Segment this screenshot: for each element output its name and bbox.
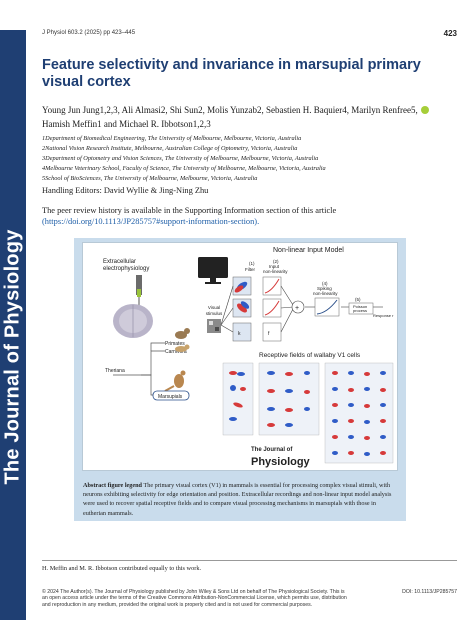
affiliation-4: 4Melbourne Veterinary School, Faculty of… [42, 165, 326, 173]
spiking-curve [316, 299, 338, 315]
journal-logo-big: Physiology [251, 456, 311, 468]
affiliation-5: 5School of BioSciences, The University o… [42, 175, 258, 183]
abstract-legend-label: Abstract figure legend [83, 482, 143, 489]
input-step-label: (2) [273, 259, 279, 264]
svg-text:+: + [295, 305, 299, 312]
monkey-icon [175, 328, 190, 339]
page-number: 423 [443, 29, 457, 38]
equal-contribution-footnote: H. Meffin and M. R. Ibbotson contributed… [42, 565, 202, 572]
cat-icon [175, 344, 190, 352]
input-nonlinearity-label: non-linearity [263, 269, 288, 274]
filter-step-label: (1) [249, 261, 255, 266]
electrophysiology-label: electrophysiology [103, 266, 149, 272]
marsupials-badge [152, 390, 190, 401]
running-head: J Physiol 603.2 (2025) pp 423–445 [42, 30, 136, 36]
abstract-figure-graphic: Extracellular electrophysiology Primates… [103, 247, 394, 468]
poisson-box [348, 302, 374, 315]
review-history-text: The peer review history is available in … [42, 206, 337, 215]
orcid-icon[interactable] [421, 106, 429, 114]
kangaroo-icon [164, 370, 186, 392]
journal-spine-banner: The Journal of Physiology [0, 30, 26, 620]
affiliation-3: 3Department of Optometry and Vision Scie… [42, 155, 319, 163]
electrode-icon [136, 275, 142, 305]
carnivora-label: Carnivora [165, 349, 187, 355]
copyright-notice: © 2024 The Author(s). The Journal of Phy… [42, 589, 347, 608]
footnote-divider [42, 560, 457, 561]
spiking-nonlinearity-box [314, 297, 340, 317]
affiliation-1: 1Department of Biomedical Engineering, T… [42, 135, 302, 142]
visual-stimulus-label: Visual [208, 305, 220, 310]
poisson-label: Poisson [353, 304, 367, 309]
extracellular-label: Extracellular [103, 259, 136, 265]
summation-node [291, 300, 305, 314]
svg-text:f: f [268, 331, 270, 337]
primates-label: Primates [165, 341, 185, 347]
marsupials-label: Marsupials [158, 394, 183, 400]
theriana-label: Theriana [105, 368, 125, 374]
process-label: process [353, 308, 367, 313]
svg-text:k: k [238, 331, 241, 337]
affiliation-2: 2National Vision Research Institute, Mel… [42, 145, 298, 153]
stimulus-patch [207, 319, 221, 333]
spiking-nonlinearity-label: non-linearity [313, 291, 338, 296]
monitor-icon [198, 257, 228, 284]
affiliations: 1Department of Biomedical Engineering, T… [42, 134, 442, 184]
abstract-figure: Extracellular electrophysiology Primates… [82, 242, 398, 471]
review-history-link[interactable]: (https://doi.org/10.1113/JP285757#suppor… [42, 217, 260, 226]
input-label: Input [269, 264, 280, 269]
article-title: Feature selectivity and invariance in ma… [42, 57, 421, 90]
spiking-step-label: (4) [322, 281, 328, 286]
nonlinear-model-title: Non-linear Input Model [273, 247, 344, 254]
handling-editors: Handling Editors: David Wyllie & Jing-Ni… [42, 186, 209, 195]
spiking-label: Spiking [317, 286, 332, 291]
rf-title: Receptive fields of wallaby V1 cells [259, 352, 361, 359]
authors-line-2: Hamish Meffin1 and Michael R. Ibbotson1,… [42, 119, 211, 129]
abstract-figure-box: Extracellular electrophysiology Primates… [74, 238, 406, 521]
review-history-note: The peer review history is available in … [42, 205, 437, 227]
filter-grid: k f [232, 276, 282, 342]
model-arrows [220, 285, 383, 333]
journal-logo-small: The Journal of [251, 447, 293, 453]
brain-icon [113, 304, 153, 338]
abstract-figure-legend: Abstract figure legend The primary visua… [83, 481, 399, 518]
author-list: Young Jun Jung1,2,3, Ali Almasi2, Shi Su… [42, 103, 432, 131]
response-label: Response r [373, 313, 394, 318]
doi-label: DOI: 10.1113/JP285757 [402, 589, 457, 595]
filter-label: Filter [245, 267, 256, 272]
receptive-field-grid [222, 362, 394, 464]
visual-stimulus-label-2: stimulus [206, 311, 223, 316]
abstract-legend-text: The primary visual cortex (V1) in mammal… [83, 482, 392, 517]
authors-line-1: Young Jun Jung1,2,3, Ali Almasi2, Shi Su… [42, 105, 418, 115]
journal-spine-title: The Journal of Physiology [1, 229, 24, 485]
poisson-step-label: (5) [355, 297, 361, 302]
